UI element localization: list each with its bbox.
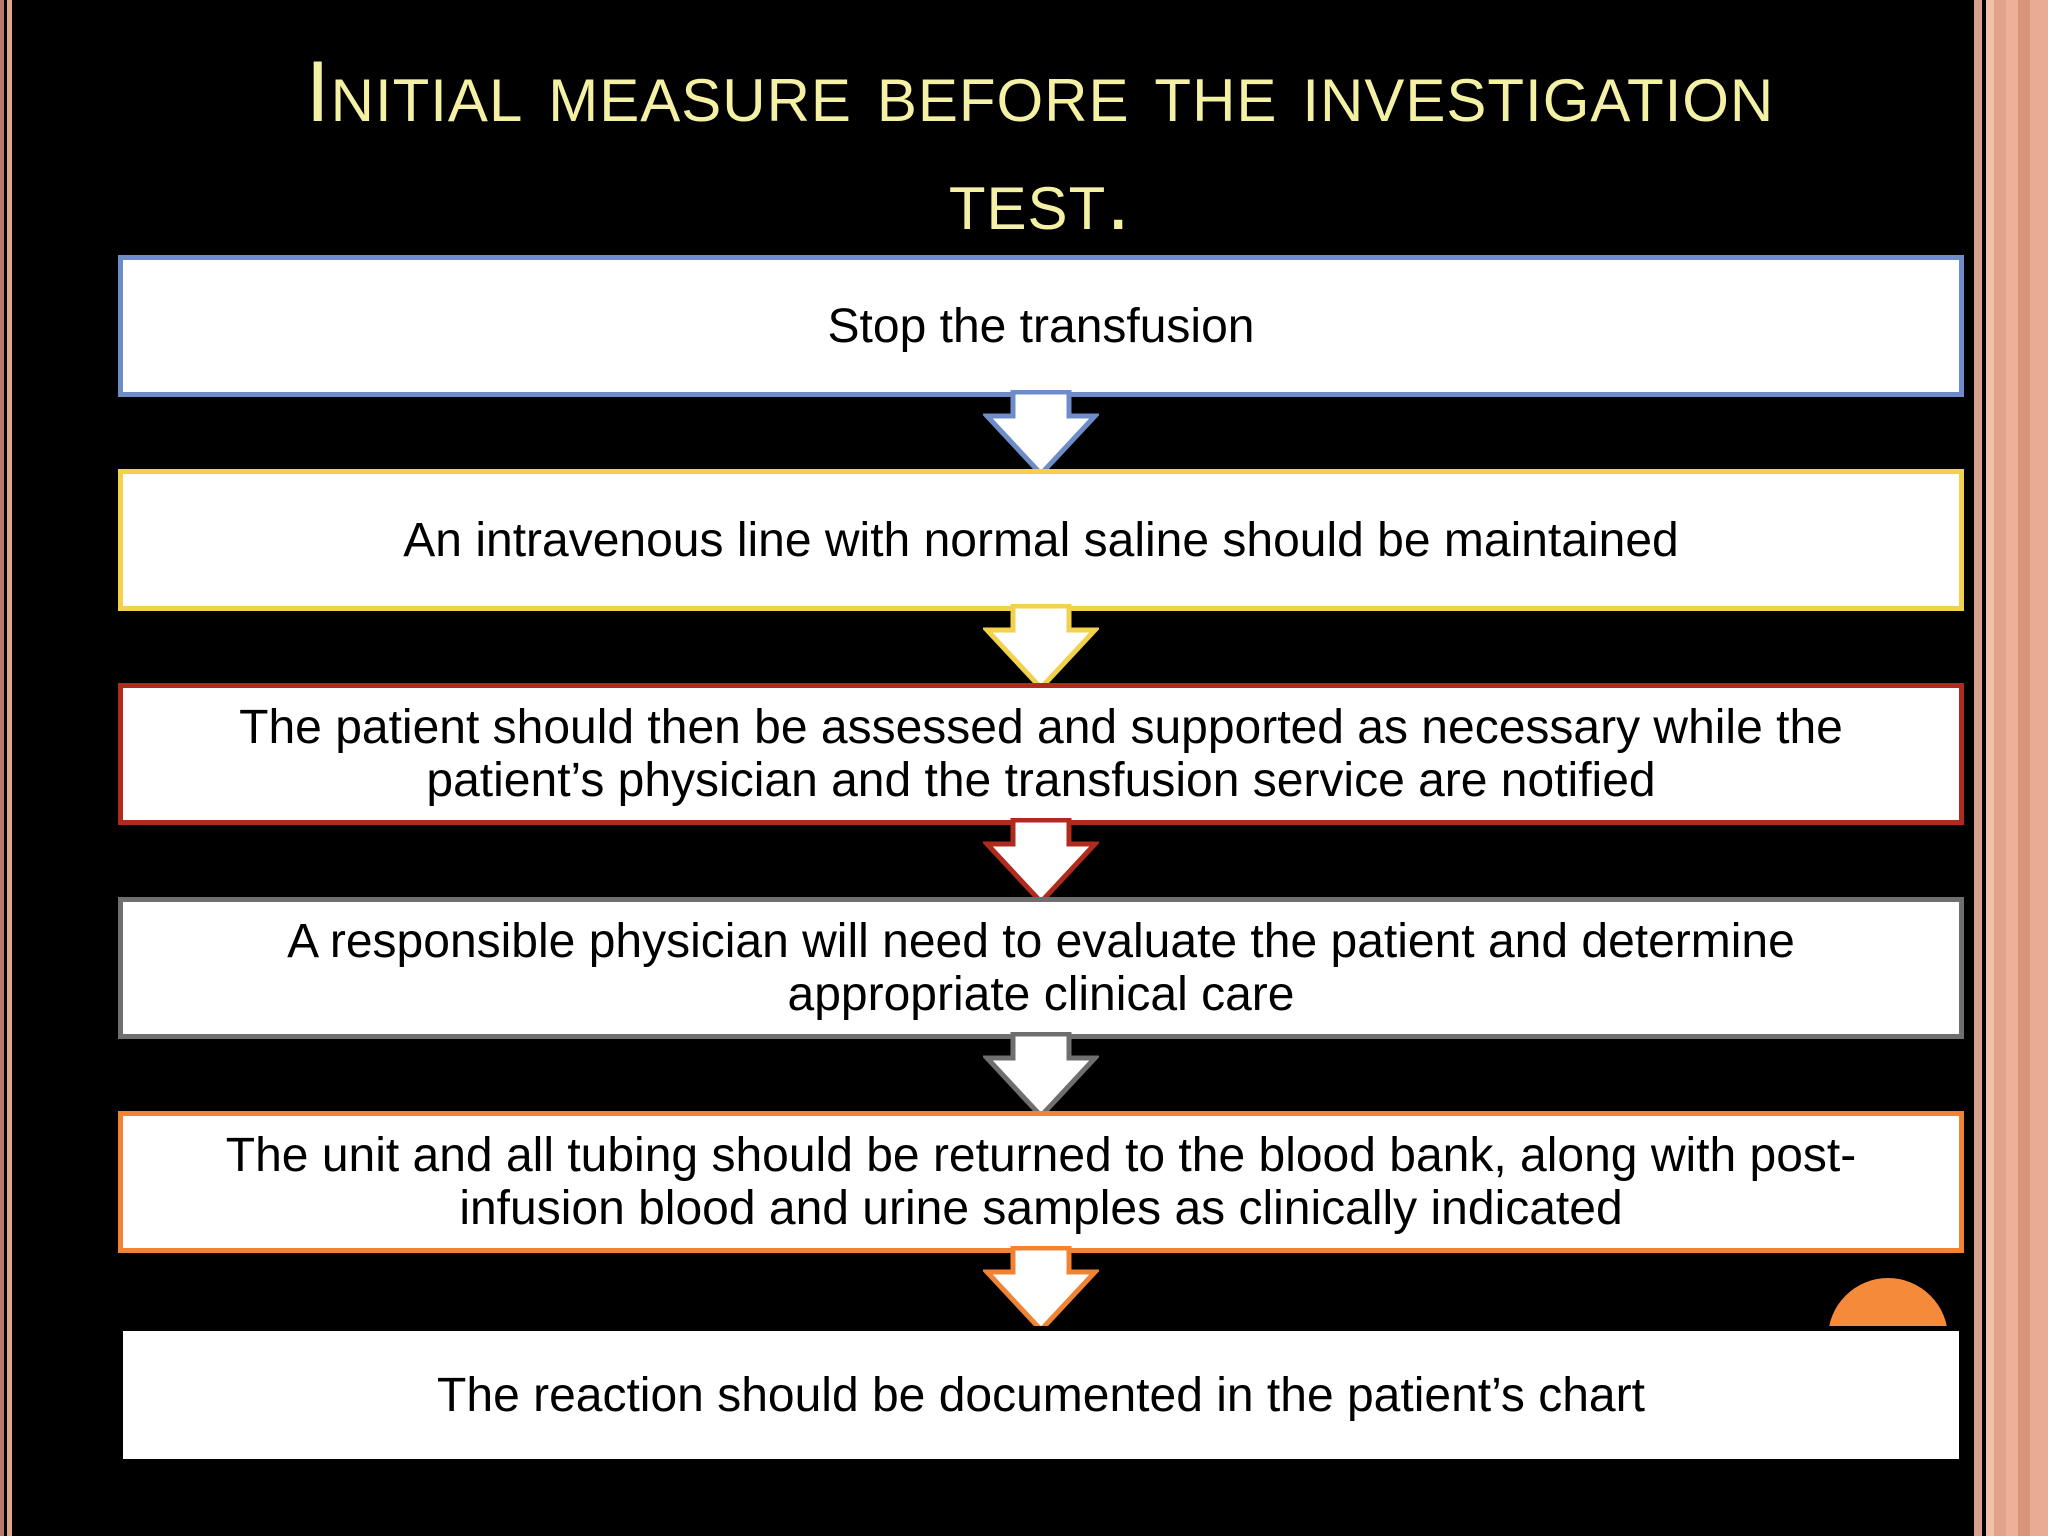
flow-step-1: Stop the transfusion: [118, 255, 1964, 397]
flow-step-4-text: A responsible physician will need to eva…: [287, 915, 1795, 1021]
down-arrow-3: [983, 818, 1099, 906]
flow-step-5: The unit and all tubing should be return…: [118, 1111, 1964, 1253]
flow-step-2: An intravenous line with normal saline s…: [118, 469, 1964, 611]
down-arrow-4: [983, 1032, 1099, 1120]
title-line-1: Initial measure before the investigation: [305, 44, 1775, 140]
slide-title: Initial measure before the investigation…: [120, 38, 1960, 254]
down-arrow-5: [983, 1246, 1099, 1334]
flow-step-3-text: The patient should then be assessed and …: [239, 701, 1843, 807]
flow-step-2-text-line-1: An intravenous line with normal saline s…: [403, 513, 1679, 567]
flow-step-5-text: The unit and all tubing should be return…: [226, 1129, 1856, 1235]
left-decorative-border: [0, 0, 14, 1536]
flow-step-4: A responsible physician will need to eva…: [118, 897, 1964, 1039]
flow-step-5-text-line-2: infusion blood and urine samples as clin…: [459, 1182, 1623, 1235]
flow-step-4-text-line-1: A responsible physician will need to eva…: [287, 915, 1795, 968]
flow-step-3: The patient should then be assessed and …: [118, 683, 1964, 825]
flow-step-5-text-line-1: The unit and all tubing should be return…: [225, 1129, 1857, 1182]
title-line-2: test.: [948, 152, 1132, 248]
flow-step-1-text-line-1: Stop the transfusion: [827, 299, 1255, 353]
flow-step-6-text-line-1: The reaction should be documented in the…: [437, 1368, 1645, 1422]
flow-step-3-text-line-1: The patient should then be assessed and …: [239, 701, 1843, 754]
down-arrow-2: [983, 604, 1099, 692]
flow-step-3-text-line-2: patient’s physician and the transfusion …: [426, 754, 1656, 807]
flow-step-4-text-line-2: appropriate clinical care: [787, 968, 1295, 1021]
flow-step-6: The reaction should be documented in the…: [118, 1326, 1964, 1464]
down-arrow-1: [983, 390, 1099, 478]
right-decorative-border: [1962, 0, 2048, 1536]
